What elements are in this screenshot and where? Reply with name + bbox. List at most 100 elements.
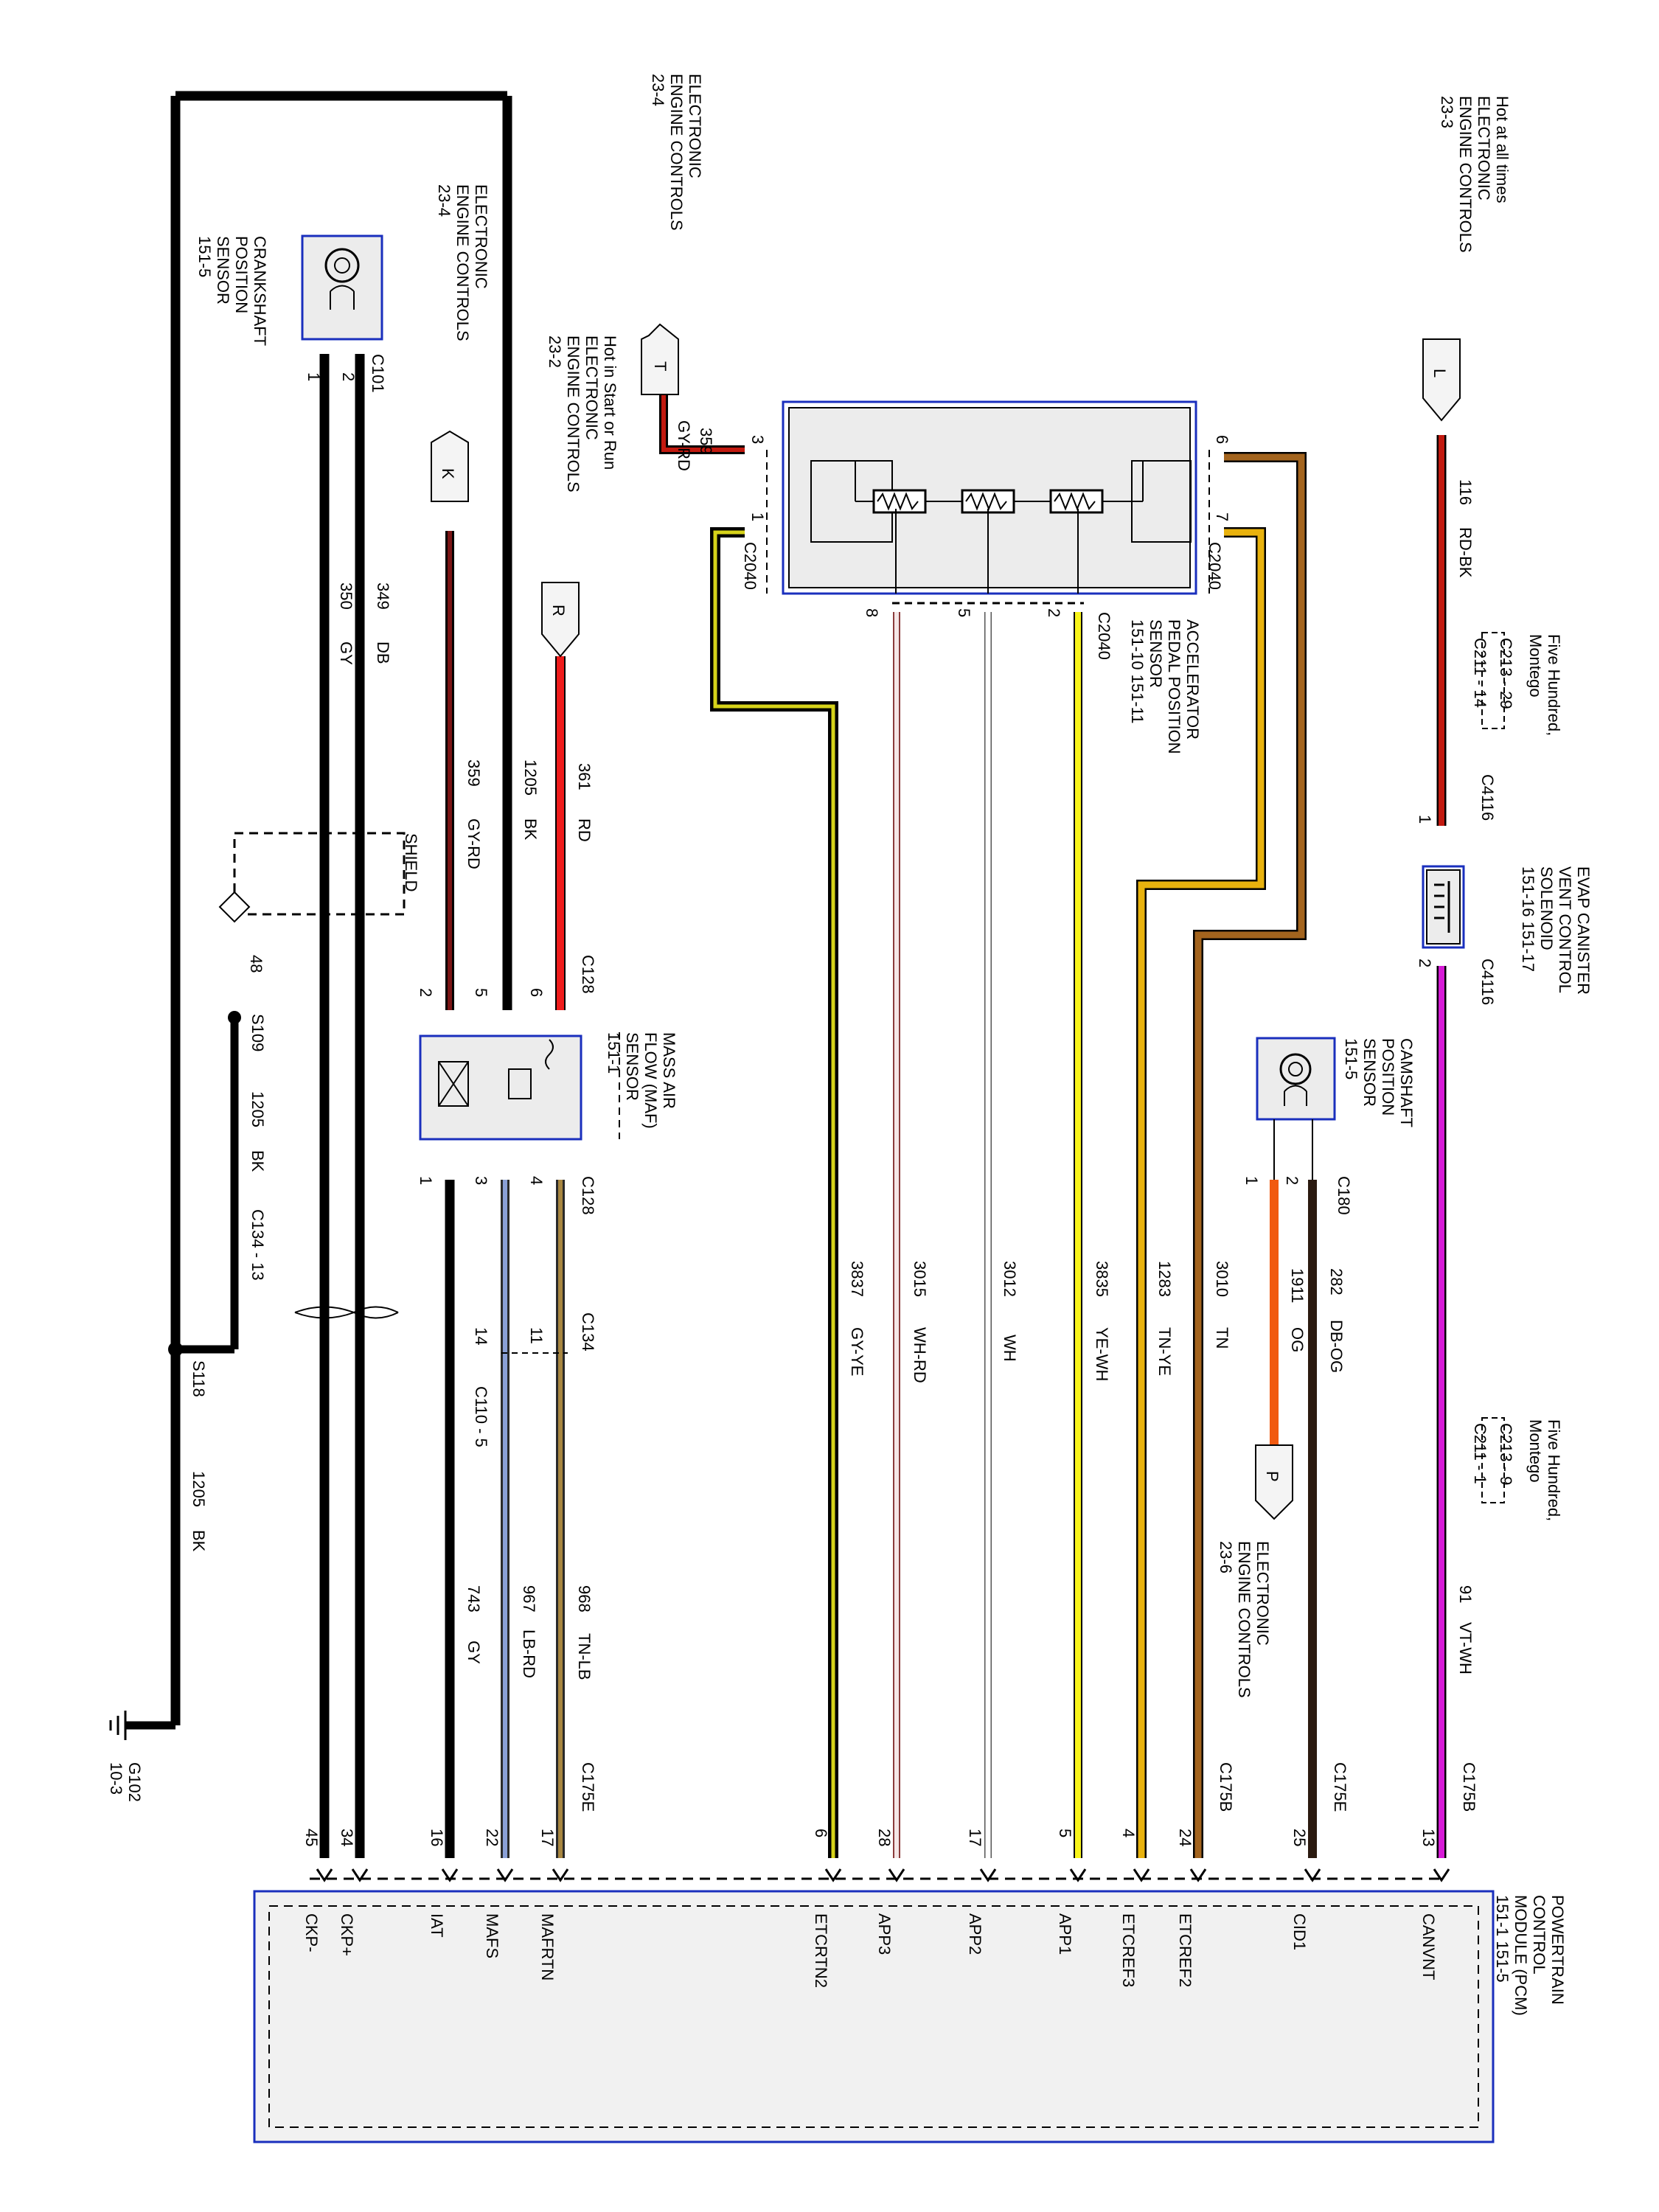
shield-drain-symbol [218,891,251,923]
ref-P-label: 23-6 [1217,1541,1235,1573]
maf-label: FLOW (MAF) [641,1032,660,1129]
ckp-label: CRANKSHAFT [251,236,269,346]
wire-743-circuit: 743 [465,1585,483,1613]
pcm-pin-number: 17 [966,1829,984,1846]
five-hundred-label: Five Hundred, [1545,1419,1563,1521]
ref-K: ELECTRONIC ENGINE CONTROLS 23-4 K [431,184,490,502]
wire-91-color: VT-WH [1456,1622,1475,1674]
ref-K-label: 23-4 [435,184,453,217]
cmp-label: POSITION [1379,1038,1397,1116]
maf-label: MASS AIR [660,1032,678,1109]
pcm-connector-label: C175B [1460,1762,1478,1812]
ref-L-arrow [1422,338,1461,422]
pcm-terminal-chevrons [316,1868,1450,1882]
pcm-pin-number: 28 [875,1829,894,1846]
maf-pin-number: 6 [527,988,546,997]
ref-L: Hot at all times ELECTRONIC ENGINE CONTR… [1422,96,1512,422]
ref-T-label: ENGINE CONTROLS [667,74,686,231]
gear-icon [324,248,360,283]
pcm-pins: C175B C175E C175B C175E 13 CANVNT 25 CID… [302,1762,1478,1988]
ref-K-label: ENGINE CONTROLS [453,184,472,341]
splice-s118-label: S118 [189,1360,208,1397]
evap-label: SOLENOID [1537,866,1556,950]
evap-pin-number: 2 [1416,959,1434,967]
ground-ref: 10-3 [107,1762,125,1795]
wire-3837-circuit: 3837 [848,1261,866,1297]
pcm-pin-number: 13 [1419,1829,1438,1846]
pcm-ref: 151-1 151-5 [1493,1895,1512,1983]
app-pin-number: 1 [748,512,767,521]
pcm-connector-label: C175E [579,1762,597,1812]
twisted-pair-icon [294,1306,399,1319]
ref-R-label: 23-2 [546,335,564,368]
maf-pin-number: 1 [417,1176,435,1185]
cmp-label: SENSOR [1360,1038,1379,1107]
gear-icon [1279,1053,1312,1085]
ref-R-label: Hot in Start or Run [601,335,619,470]
ref-R-letter: R [549,605,568,616]
wire-lines [125,91,1447,1858]
ckp-label: 151-5 [195,236,214,277]
pcm-connector-label: C175B [1217,1762,1235,1812]
connector-label: C2040 [741,542,759,590]
pcm-pin-number: 24 [1176,1829,1194,1846]
ckp-pin-number: 2 [339,372,358,381]
evap-label: 151-16 151-17 [1519,866,1537,972]
app-sensor-label: PEDAL POSITION [1165,619,1183,754]
pcm-pin-number: 4 [1119,1829,1138,1837]
c213-label: C213 - 9 [1497,1423,1515,1485]
ref-P-label: ELECTRONIC [1253,1541,1272,1646]
pcm-pin-name: ETCREF3 [1119,1913,1138,1987]
ref-R: Hot in Start or Run ELECTRONIC ENGINE CO… [541,335,619,658]
pcm-pin-name: CANVNT [1419,1913,1438,1980]
inline-connector-c134: C134 11 14 C110 - 5 [472,1312,597,1447]
maf-pin-number: 5 [472,988,490,997]
ref-L-label: 23-3 [1438,96,1456,128]
wire-967-circuit: 967 [520,1585,538,1613]
cmp-label: CAMSHAFT [1397,1038,1416,1127]
c134-pin-number: 11 [527,1327,546,1344]
wire-116-color: RD-BK [1456,527,1475,578]
c134-pin-number: 14 [472,1327,490,1345]
pcm-pin-number: 34 [338,1829,356,1846]
wire-282-circuit: 282 [1327,1268,1346,1295]
maf-sensor: MASS AIR FLOW (MAF) SENSOR 151-1 C128 C1… [417,955,678,1215]
wire-350-circuit: 350 [337,582,355,610]
camshaft-position-sensor: CAMSHAFT POSITION SENSOR 151-5 C180 1 2 [1242,1037,1416,1215]
wire-359-color: GY-RD [465,818,483,869]
wire-359-circuit: 359 [697,428,715,455]
wire-1911-color: OG [1288,1327,1307,1352]
ref-K-label: ELECTRONIC [472,184,490,289]
ref-P: P ELECTRONIC ENGINE CONTROLS 23-6 [1217,1444,1293,1698]
evap-canister-vent-solenoid: EVAP CANISTER VENT CONTROL SOLENOID 151-… [1416,774,1593,1005]
connector-label: C2040 [1095,612,1113,660]
connector-label: C101 [369,354,387,393]
ref-P-arrow [1255,1444,1293,1520]
shield-and-splices: SHIELD 48 S109 C134 - 13 S118 [168,833,420,1397]
wire-1205-circuit: 1205 [189,1471,208,1507]
ref-T-label: ELECTRONIC [686,74,704,178]
ref-L-label: ENGINE CONTROLS [1456,96,1475,253]
connector-label: C4116 [1478,959,1497,1005]
wire-1911-circuit: 1911 [1288,1268,1307,1303]
pcm-pin-name: IAT [428,1913,446,1938]
cmp-pin-number: 1 [1242,1176,1261,1185]
ref-L-letter: L [1430,369,1449,378]
pcm-title: POWERTRAIN [1548,1895,1567,2005]
five-hundred-label: Five Hundred, [1545,634,1563,736]
wire-359-circuit: 359 [465,759,483,787]
pcm-pin-name: CKP- [302,1913,321,1952]
pcm-pin-name: APP2 [966,1913,984,1955]
wire-116-circuit: 116 [1456,479,1475,505]
splice-pin: 48 [247,955,265,973]
pcm-pin-name: MAFRTN [538,1913,557,1980]
connector-label: C128 [579,1176,597,1215]
pcm-pin-number: 25 [1290,1829,1309,1846]
pcm-module: POWERTRAIN CONTROL MODULE (PCM) 151-1 15… [253,1877,1567,2143]
wire-282-color: DB-OG [1327,1320,1346,1373]
maf-label: SENSOR [623,1032,641,1101]
wire-3015-color: WH-RD [911,1327,929,1383]
ref-T-letter: T [651,361,669,371]
maf-pin-number: 4 [527,1176,546,1185]
